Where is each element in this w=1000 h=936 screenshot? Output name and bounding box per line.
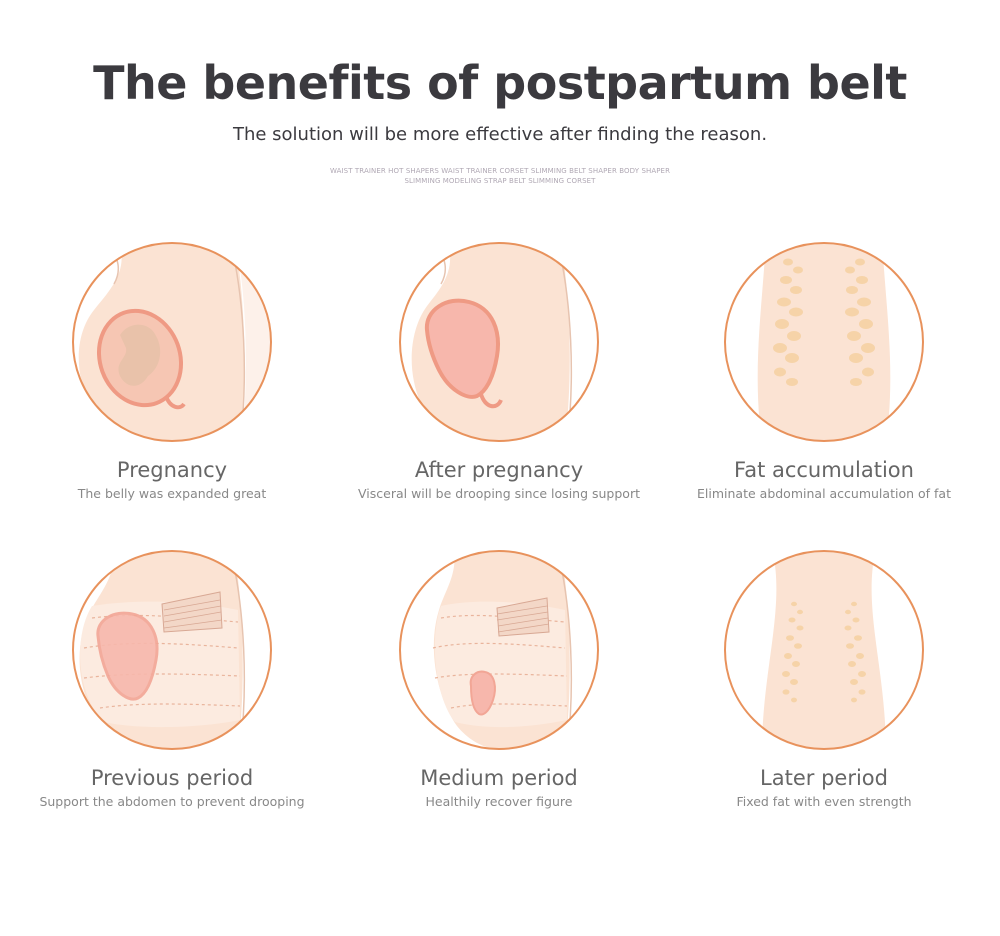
card-label: Previous period [90, 766, 254, 790]
page-title: The benefits of postpartum belt [93, 56, 907, 110]
card-previous-period: Previous period Support the abdomen to p… [22, 548, 322, 810]
card-description: Healthily recover figure [425, 794, 573, 809]
card-label: Pregnancy [116, 458, 228, 482]
card-description: Support the abdomen to prevent drooping [39, 794, 305, 809]
page-subtitle: The solution will be more effective afte… [232, 124, 768, 145]
card-description: Visceral will be drooping since losing s… [358, 486, 640, 501]
card-label: Later period [760, 766, 888, 790]
belt-recovery-icon [399, 550, 599, 750]
postpregnancy-belly-icon [399, 242, 599, 442]
belt-support-icon [72, 550, 272, 750]
slim-waist-icon [724, 550, 924, 750]
card-after-pregnancy: After pregnancy Visceral will be droopin… [349, 240, 649, 502]
card-fat-accumulation: Fat accumulation Eliminate abdominal acc… [674, 240, 974, 502]
card-description: The belly was expanded great [77, 486, 267, 501]
card-later-period: Later period Fixed fat with even strengt… [674, 548, 974, 810]
fat-accumulation-icon [724, 242, 924, 442]
card-label: Fat accumulation [734, 458, 914, 482]
card-medium-period: Medium period Healthily recover figure [349, 548, 649, 810]
card-description: Fixed fat with even strength [736, 794, 912, 809]
card-label: After pregnancy [414, 458, 584, 482]
pregnant-belly-icon [72, 242, 272, 442]
keyword-line: WAIST TRAINER HOT SHAPERS WAIST TRAINER … [329, 167, 671, 185]
card-description: Eliminate abdominal accumulation of fat [697, 486, 951, 501]
card-label: Medium period [420, 766, 578, 790]
card-pregnancy: Pregnancy The belly was expanded great [22, 240, 322, 502]
